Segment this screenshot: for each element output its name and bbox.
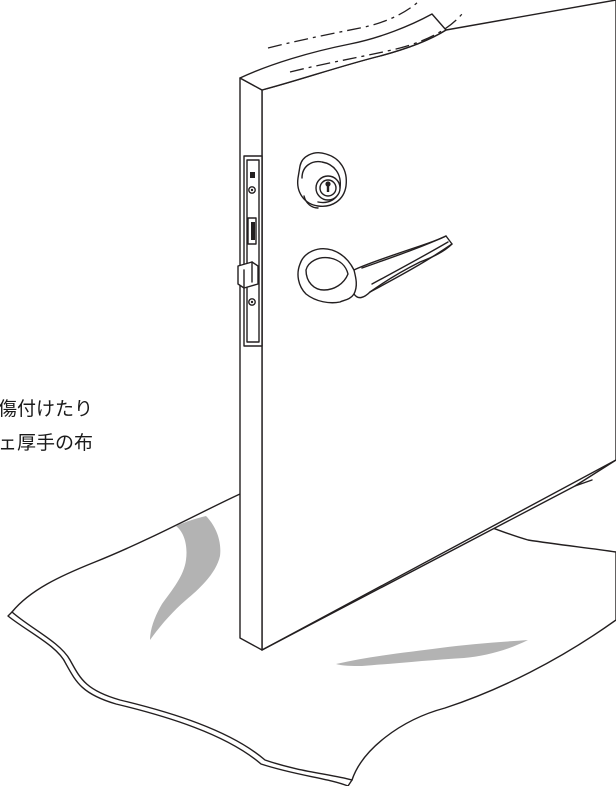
lever-handle-icon: [297, 235, 453, 304]
cloth-outline: [11, 493, 616, 781]
caption-line-2: ェ厚手の布: [0, 432, 94, 454]
faceplate-screw-top-icon: [248, 186, 256, 194]
door: [237, 0, 616, 651]
faceplate-square-hole: [250, 172, 255, 178]
cloth-edge-thickness: [7, 611, 353, 786]
faceplate-screw-bottom-icon: [248, 298, 256, 306]
deadbolt-cylinder-icon: [297, 152, 347, 209]
cloth-fold-shadow-left: [150, 516, 221, 640]
protective-cloth: [7, 493, 616, 786]
caption-line-1: 傷付けたり: [0, 398, 94, 420]
faceplate-inner: [246, 159, 260, 343]
door-bottom-bevel: [574, 479, 593, 487]
door-break-line-lower: [289, 13, 463, 73]
latch-bolt-icon: [237, 261, 259, 289]
door-break-line-upper: [267, 0, 421, 49]
mortise-faceplate: [243, 155, 263, 347]
cloth-fold-shadow-right: [336, 640, 528, 666]
door-face-right-lower-line: [261, 459, 616, 651]
deadbolt-slot-icon: [247, 217, 257, 245]
